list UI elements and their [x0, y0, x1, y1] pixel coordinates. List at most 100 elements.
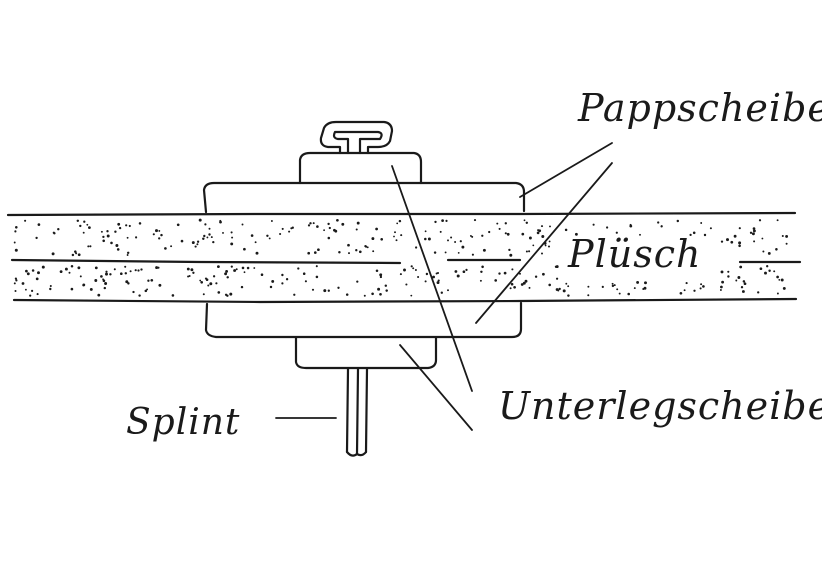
plush-stipple-dot [250, 234, 254, 237]
plush-stipple-dot [775, 248, 778, 251]
plush-stipple-dot [782, 286, 786, 290]
plush-stipple-dot [719, 289, 722, 291]
plush-stipple-dot [100, 230, 103, 233]
plush-stipple-dot [356, 280, 359, 283]
plush-stipple-dot [549, 225, 551, 228]
plush-stipple-dot [432, 275, 435, 279]
plush-stipple-dot [268, 237, 271, 240]
plush-stipple-dot [31, 289, 34, 292]
plush-stipple-dot [540, 252, 544, 255]
plush-stipple-dot [188, 274, 191, 278]
plush-stipple-dot [481, 265, 484, 269]
plush-stipple-dot [776, 275, 779, 279]
plush-top-edge [6, 211, 797, 217]
plush-stipple-dot [699, 287, 702, 290]
plush-stipple-dot [644, 281, 647, 285]
plush-stipple-dot [384, 284, 388, 287]
plush-stipple-dot [364, 245, 367, 248]
plush-stipple-dot [522, 281, 526, 285]
plush-stipple-dot [196, 243, 199, 246]
plush-stipple-dot [601, 285, 604, 289]
plush-stipple-dot [68, 271, 71, 274]
plush-stipple-dot [394, 231, 396, 234]
plush-stipple-dot [752, 227, 756, 230]
plush-stipple-dot [523, 219, 526, 222]
plush-stipple-dot [482, 248, 486, 252]
plush-stipple-dot [200, 280, 204, 284]
plush-stipple-dot [230, 231, 233, 234]
plush-stipple-dot [208, 227, 211, 230]
plush-stipple-dot [752, 229, 756, 233]
plush-stipple-dot [548, 283, 551, 287]
plush-stipple-dot [328, 226, 331, 230]
plush-stipple-dot [194, 245, 197, 248]
split-pin-leg-3 [364, 367, 369, 454]
plush-stipple-dot [562, 289, 566, 293]
plush-stipple-dot [437, 279, 440, 282]
plush-stipple-dot [207, 284, 210, 287]
plush-stipple-dot [281, 227, 284, 230]
plush-stipple-dot [555, 277, 559, 280]
plush-stipple-dot [494, 279, 498, 282]
plush-stipple-dot [327, 222, 330, 226]
plush-stipple-dot [785, 234, 789, 238]
upper-washer [298, 151, 423, 185]
plush-stipple-dot [160, 233, 163, 237]
plush-stipple-dot [113, 268, 116, 271]
plush-stipple-dot [768, 269, 771, 272]
plush-stipple-dot [506, 232, 510, 236]
plush-stipple-dot [447, 289, 449, 292]
plush-stipple-dot [703, 233, 707, 237]
plush-stipple-dot [605, 226, 609, 229]
plush-stipple-dot [555, 288, 559, 291]
plush-stipple-dot [134, 269, 137, 272]
plush-stipple-dot [191, 241, 195, 245]
plush-stipple-dot [363, 294, 366, 297]
plush-stipple-dot [137, 269, 140, 272]
plush-stipple-dot [88, 226, 91, 229]
plush-stipple-dot [629, 224, 633, 228]
plush-stipple-dot [86, 223, 89, 226]
plush-stipple-dot [97, 293, 101, 297]
plush-stipple-dot [118, 226, 122, 230]
plush-stipple-dot [155, 266, 159, 270]
plush-stipple-dot [35, 236, 38, 240]
plush-stipple-dot [222, 231, 224, 234]
plush-stipple-dot [26, 272, 30, 276]
plush-stipple-dot [304, 280, 307, 283]
split-pin-leg-2 [355, 367, 360, 456]
plush-stipple-dot [140, 268, 143, 271]
plush-stipple-dot [307, 224, 311, 227]
plush-stipple-dot [380, 237, 384, 241]
plush-stipple-dot [75, 252, 78, 255]
plush-stipple-dot [403, 268, 406, 272]
plush-stipple-dot [532, 244, 535, 247]
plush-stipple-dot [100, 275, 103, 278]
plush-stipple-dot [521, 232, 525, 236]
plush-stipple-dot [587, 285, 590, 288]
plush-stipple-dot [366, 246, 369, 249]
plush-stipple-dot [219, 220, 222, 224]
plush-stipple-dot [692, 231, 696, 235]
plush-stipple-dot [315, 265, 318, 268]
plush-stipple-dot [504, 232, 507, 235]
plush-stipple-dot [202, 237, 205, 241]
plush-stipple-dot [190, 268, 194, 272]
plush-stipple-dot [444, 251, 447, 254]
plush-stipple-dot [471, 253, 474, 256]
plush-stipple-dot [230, 242, 234, 246]
plush-stipple-dot [639, 233, 641, 236]
plush-stipple-dot [730, 240, 734, 244]
plush-stipple-dot [82, 231, 85, 234]
plush-stipple-dot [743, 282, 747, 286]
plush-stipple-dot [89, 245, 92, 248]
plush-stipple-dot [739, 265, 743, 269]
plush-stipple-dot [31, 269, 35, 272]
plush-stipple-dot [776, 219, 779, 222]
plush-stipple-dot [102, 235, 105, 239]
plush-stipple-dot [757, 291, 760, 294]
plush-stipple-dot [126, 251, 130, 255]
plush-stipple-dot [102, 279, 106, 283]
plush-stipple-dot [106, 230, 109, 233]
plush-stipple-dot [399, 273, 402, 276]
